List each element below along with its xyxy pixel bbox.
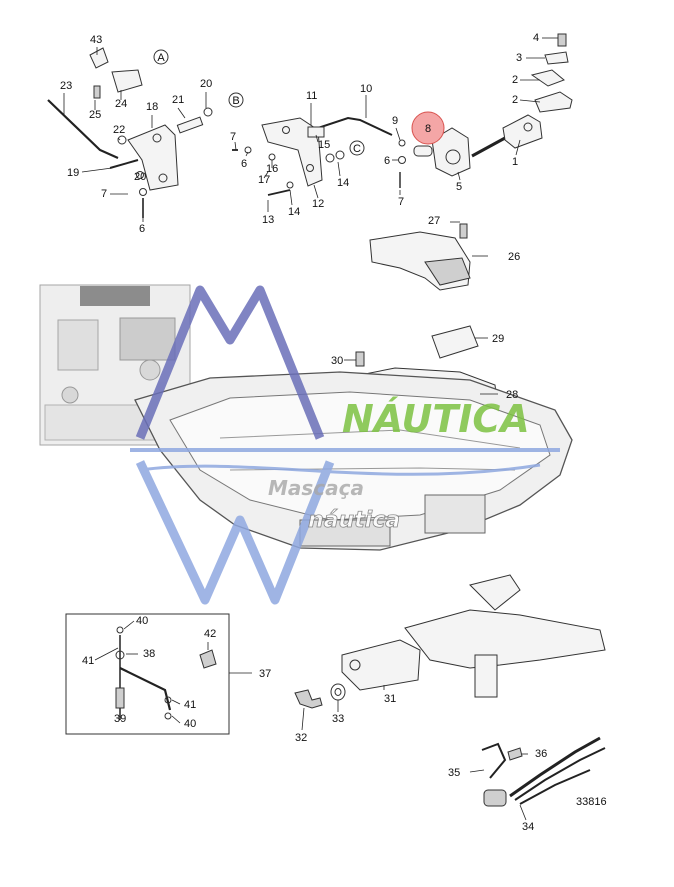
part-number-label[interactable]: 21: [172, 94, 184, 106]
wiring-harness: [481, 736, 606, 807]
part-number-label[interactable]: 20: [200, 78, 212, 90]
leader-line: [301, 707, 305, 731]
part-number-label[interactable]: 33: [332, 713, 344, 725]
part-number-label[interactable]: 16: [266, 163, 278, 175]
detail-box-37: [65, 613, 252, 735]
circle-callout-letter: A: [157, 52, 165, 64]
leader-line: [177, 107, 186, 119]
leader-line: [81, 167, 113, 173]
leader-line: [263, 171, 269, 179]
part-number-label[interactable]: 6: [139, 223, 145, 235]
part-number-label[interactable]: 9: [392, 115, 398, 127]
highlighted-part-8-marker[interactable]: 8: [411, 111, 445, 145]
part-number-label[interactable]: 20: [134, 171, 146, 183]
linkage-assembly-left: [47, 47, 213, 218]
cable-end-assembly: [398, 33, 573, 188]
part-number-label[interactable]: 18: [146, 101, 158, 113]
part-number-label[interactable]: 6: [241, 158, 247, 170]
leader-line: [337, 161, 341, 177]
leader-line: [245, 151, 249, 157]
part-number-label[interactable]: 13: [262, 214, 274, 226]
part-number-label[interactable]: 22: [113, 124, 125, 136]
leader-line: [519, 804, 527, 821]
part-number-label[interactable]: 2: [512, 74, 518, 86]
leader-line: [117, 137, 121, 141]
bottom-cowl: [134, 371, 573, 551]
part-8-label: 8: [425, 123, 431, 135]
part-number-label[interactable]: 2: [512, 94, 518, 106]
part-number-label[interactable]: 27: [428, 215, 440, 227]
part-number-label[interactable]: 28: [506, 389, 518, 401]
part-number-label[interactable]: 34: [522, 821, 534, 833]
part-number-label[interactable]: 40: [184, 718, 196, 730]
circle-callout: [228, 92, 244, 108]
leader-line: [457, 171, 461, 181]
part-number-label[interactable]: 14: [337, 177, 349, 189]
part-number-label[interactable]: 31: [384, 693, 396, 705]
part-number-label[interactable]: 12: [312, 198, 324, 210]
part-number-label[interactable]: 10: [360, 83, 372, 95]
part-number-label[interactable]: 26: [508, 251, 520, 263]
leader-line: [234, 141, 237, 151]
circle-callouts: A B C: [153, 49, 365, 156]
watermark-logo: NÁUTICA Mascaça náutica: [130, 285, 560, 605]
watermark-brand: NÁUTICA: [342, 397, 530, 441]
part-number-label[interactable]: 11: [306, 90, 317, 102]
part-number-label[interactable]: 32: [295, 732, 307, 744]
part-number-label[interactable]: 35: [448, 767, 460, 779]
part-number-label[interactable]: 7: [230, 131, 236, 143]
part-number-label[interactable]: 7: [398, 196, 404, 208]
part-number-label[interactable]: 40: [136, 615, 148, 627]
part-number-label[interactable]: 30: [331, 355, 343, 367]
leader-line: [171, 715, 181, 724]
leader-line: [469, 769, 485, 773]
part-number-label[interactable]: 1: [512, 156, 518, 168]
part-number-label[interactable]: 7: [101, 188, 107, 200]
part-number-label[interactable]: 6: [384, 155, 390, 167]
leader-line: [395, 127, 401, 141]
circle-callout-letter: C: [353, 143, 361, 155]
part-number-label[interactable]: 24: [115, 98, 127, 110]
part-number-label[interactable]: 36: [535, 748, 547, 760]
part-number-label[interactable]: 39: [114, 713, 126, 725]
steering-bracket-assembly: [294, 574, 606, 709]
part-number-label[interactable]: 23: [60, 80, 72, 92]
part-number-label[interactable]: 5: [456, 181, 462, 193]
part-number-label[interactable]: 25: [89, 109, 101, 121]
linkage-assembly-middle: [232, 116, 393, 196]
watermark-line2: náutica: [308, 508, 400, 533]
figure-number: 33816: [576, 796, 607, 808]
part-number-label[interactable]: 41: [82, 655, 94, 667]
watermark-line1: Mascaça: [268, 476, 364, 500]
part-number-label[interactable]: 3: [516, 52, 522, 64]
leader-line: [94, 647, 119, 661]
leader-line: [315, 134, 319, 143]
circle-callout: [349, 140, 365, 156]
part-number-label[interactable]: 43: [90, 34, 102, 46]
leader-line: [171, 699, 181, 705]
part-number-label[interactable]: 42: [204, 628, 216, 640]
leader-line: [519, 99, 541, 103]
leader-line: [123, 620, 135, 630]
part-number-label[interactable]: 38: [143, 648, 155, 660]
leader-line: [313, 184, 319, 199]
part-number-label[interactable]: 41: [184, 699, 196, 711]
part-number-label[interactable]: 17: [258, 174, 270, 186]
circle-callout-letter: B: [232, 95, 239, 107]
part-number-label[interactable]: 15: [318, 139, 330, 151]
part-number-label[interactable]: 14: [288, 206, 300, 218]
circle-callout: [153, 49, 169, 65]
part-number-label[interactable]: 4: [533, 32, 539, 44]
leader-line: [289, 189, 293, 206]
leader-line: [515, 139, 521, 156]
part-number-label[interactable]: 19: [67, 167, 79, 179]
part-number-label[interactable]: 37: [259, 668, 271, 680]
part-number-label[interactable]: 29: [492, 333, 504, 345]
